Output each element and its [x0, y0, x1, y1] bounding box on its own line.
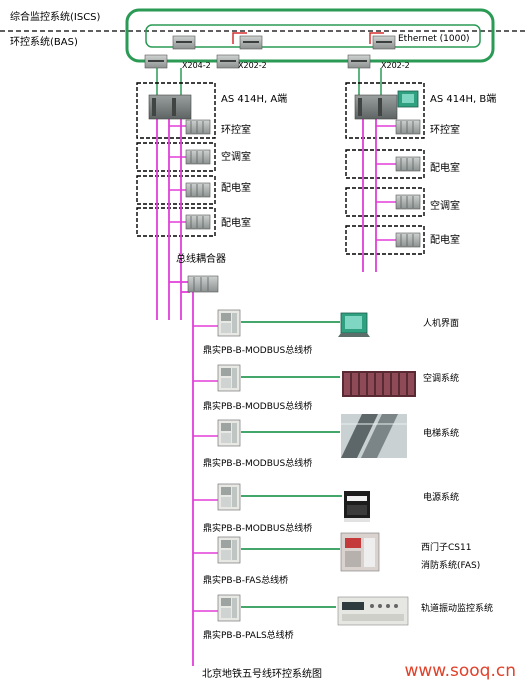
station-a-title: AS 414H, A端	[221, 92, 287, 105]
io-module-a-3	[185, 182, 211, 198]
station-b-room-box-2	[345, 187, 425, 217]
station-a-room-2: 空调室	[221, 150, 251, 163]
io-module-b-4	[395, 232, 421, 248]
switch-top-2	[239, 35, 263, 50]
subsystem-label: 电梯系统	[423, 427, 459, 439]
gateway-bridge-icon	[217, 419, 241, 447]
gateway-rows: 鼎实PB-B-MODBUS总线桥人机界面鼎实PB-B-MODBUS总线桥空调系统…	[193, 309, 493, 641]
red-link-right	[369, 32, 384, 44]
gateway-label: 鼎实PB-B-MODBUS总线桥	[203, 522, 312, 534]
switch-label-x202-2-left: X202-2	[238, 61, 267, 70]
fire-panel-icon	[340, 532, 380, 572]
subsystem-label: 轨道振动监控系统	[421, 602, 493, 614]
station-a-room-box-3	[136, 207, 216, 237]
switch-top-1	[172, 35, 196, 50]
io-module-a-4	[185, 214, 211, 230]
ethernet-label: Ethernet (1000)	[398, 34, 470, 44]
hmi-panel-icon	[338, 312, 370, 337]
switch-x202-2-left	[216, 54, 240, 69]
gateway-label: 鼎实PB-B-PALS总线桥	[203, 629, 294, 641]
gateway-label: 鼎实PB-B-MODBUS总线桥	[203, 457, 312, 469]
station-a-cpu-box	[136, 82, 216, 139]
station-a-room-1: 环控室	[221, 123, 251, 136]
vibration-monitor-icon	[337, 596, 409, 626]
gateway-bridge-icon	[217, 536, 241, 564]
switch-label-x202-2-right: X202-2	[381, 61, 410, 70]
io-module-a-2	[185, 149, 211, 165]
diagram-caption: 北京地铁五号线环控系统图	[202, 667, 322, 680]
station-b-room-3: 空调室	[430, 199, 460, 212]
station-b-room-1: 环控室	[430, 123, 460, 136]
station-b-room-box-3	[345, 225, 425, 255]
station-b-title: AS 414H, B端	[430, 92, 496, 105]
gateway-bridge-icon	[217, 594, 241, 622]
iscs-label: 综合监控系统(ISCS)	[10, 10, 101, 23]
gateway-label: 鼎实PB-B-FAS总线桥	[203, 574, 288, 586]
subsystem-label: 电源系统	[423, 491, 459, 503]
io-module-b-3	[395, 194, 421, 210]
station-a-room-4: 配电室	[221, 216, 251, 229]
station-b-room-4: 配电室	[430, 233, 460, 246]
ethernet-ring-inner	[145, 24, 481, 48]
subsystem-label: 人机界面	[423, 317, 459, 329]
subsystem-label: 空调系统	[423, 372, 459, 384]
switch-x202-2-right	[347, 54, 371, 69]
ac-units-icon	[342, 371, 416, 397]
subsystem-label: 消防系统(FAS)	[421, 559, 480, 571]
station-b-panel-icon	[397, 90, 419, 108]
ethernet-ring-outer	[125, 8, 495, 63]
station-b-room-box-1	[345, 149, 425, 179]
subsystem-label: 西门子CS11	[421, 541, 471, 553]
io-module-b-1	[395, 119, 421, 135]
switch-top-3	[372, 35, 396, 50]
bus-coupler-module	[187, 275, 219, 293]
station-a-room-3: 配电室	[221, 181, 251, 194]
io-module-b-2	[395, 156, 421, 172]
escalator-icon	[341, 414, 407, 458]
coupler-label: 总线耦合器	[176, 252, 226, 265]
station-a-room-box-2	[136, 175, 216, 205]
station-a-room-box-1	[136, 142, 216, 172]
bas-label: 环控系统(BAS)	[10, 35, 78, 48]
power-supply-icon	[344, 491, 370, 522]
station-b-room-2: 配电室	[430, 161, 460, 174]
watermark: www.sooq.cn	[404, 661, 516, 681]
gateway-label: 鼎实PB-B-MODBUS总线桥	[203, 344, 312, 356]
station-a-cpu-rack	[148, 94, 192, 120]
gateway-bridge-icon	[217, 364, 241, 392]
station-b-cpu-rack	[354, 94, 398, 120]
station-b-cpu-box	[345, 82, 425, 139]
gateway-label: 鼎实PB-B-MODBUS总线桥	[203, 400, 312, 412]
gateway-bridge-icon	[217, 309, 241, 337]
red-link-left	[232, 32, 247, 44]
io-module-a-1	[185, 119, 211, 135]
gateway-bridge-icon	[217, 483, 241, 511]
switch-x204-2	[144, 54, 168, 69]
switch-label-x204-2: X204-2	[182, 61, 211, 70]
